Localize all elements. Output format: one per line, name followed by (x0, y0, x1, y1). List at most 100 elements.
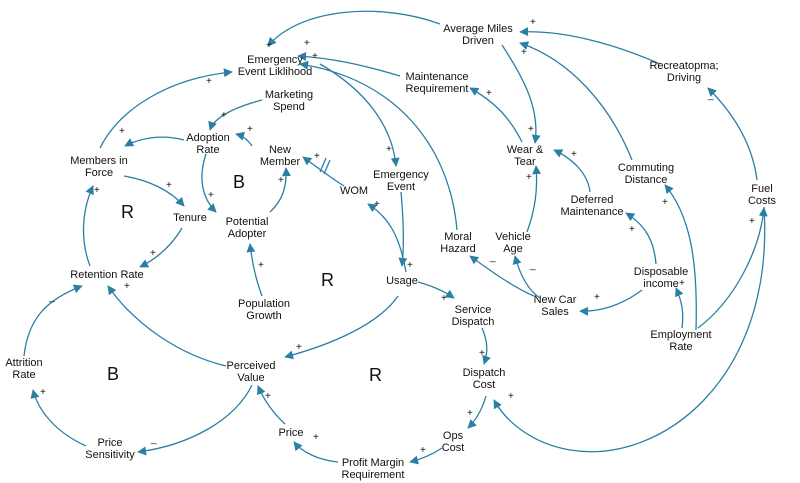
loop-b-adoption: B (233, 172, 245, 192)
link-wear-and-tear-to-maintenance-requirement (469, 87, 523, 143)
polarity-positive: + (221, 110, 227, 121)
link-new-car-sales-to-vehicle-age (512, 255, 541, 299)
polarity-positive: + (420, 445, 426, 456)
polarity-positive: + (296, 342, 302, 353)
link-fuel-costs-to-dispatch-cost (493, 206, 766, 453)
polarity-positive: + (662, 197, 668, 208)
link-perceived-value-to-price-sensitivity (137, 384, 253, 456)
link-ops-cost-to-profit-margin-requirement (409, 447, 443, 465)
link-average-miles-driven-to-emergency-event-likelihood (267, 10, 441, 47)
polarity-positive: + (304, 38, 310, 49)
link-wom-to-new-member (302, 156, 345, 187)
loop-b-attrition: B (107, 364, 119, 384)
causal-links (23, 10, 768, 465)
loop-labels: B R R B R (107, 172, 382, 385)
polarity-positive: + (526, 172, 532, 183)
link-dispatch-cost-to-ops-cost (467, 395, 487, 429)
link-marketing-spend-to-adoption-rate (208, 99, 263, 131)
link-members-in-force-to-emergency-event-likelihood (99, 68, 233, 149)
polarity-positive: + (407, 260, 413, 271)
polarity-positive: + (314, 151, 320, 162)
polarity-positive: + (530, 17, 536, 28)
polarity-positive: + (266, 40, 272, 51)
link-commuting-distance-to-average-miles-driven (519, 41, 633, 161)
polarity-positive: + (208, 190, 214, 201)
node-wear-and-tear: Wear &Tear (507, 144, 544, 168)
link-price-sensitivity-to-attrition-rate (30, 389, 87, 447)
link-employment-rate-to-fuel-costs (697, 207, 768, 329)
link-maintenance-requirement-to-emergency-event-likelihood (297, 52, 401, 77)
polarity-positive: + (124, 281, 130, 292)
polarity-positive: + (749, 216, 755, 227)
polarity-positive: + (528, 124, 534, 135)
link-disposable-income-to-deferred-maintenance (625, 212, 657, 265)
link-adoption-rate-to-potential-adopter (201, 153, 217, 213)
polarity-positive: + (166, 180, 172, 191)
node-retention-rate: Retention Rate (70, 269, 143, 281)
link-employment-rate-to-disposable-income (675, 287, 684, 329)
link-moral-hazard-to-emergency-event-likelihood (299, 60, 458, 231)
polarity-positive: + (386, 144, 392, 155)
polarity-negative: _ (489, 252, 496, 263)
polarity-positive: + (150, 248, 156, 259)
polarity-negative: _ (707, 90, 714, 101)
loop-r-retention: R (121, 202, 134, 222)
polarity-positive: + (40, 387, 46, 398)
polarity-positive: + (629, 224, 635, 235)
link-profit-margin-requirement-to-price (293, 441, 339, 463)
node-usage: Usage (386, 275, 418, 287)
polarity-positive: + (479, 348, 485, 359)
polarity-positive: + (278, 175, 284, 186)
link-usage-to-service-dispatch (417, 281, 455, 299)
link-usage-to-perceived-value (284, 295, 399, 360)
polarity-positive: + (247, 124, 253, 135)
polarity-positive: + (374, 199, 380, 210)
link-perceived-value-to-retention-rate (107, 285, 227, 367)
polarity-positive: + (258, 260, 264, 271)
link-service-dispatch-to-dispatch-cost (481, 327, 491, 365)
link-potential-adopter-to-new-member (269, 167, 291, 213)
link-disposable-income-to-new-car-sales (579, 289, 643, 316)
link-new-car-sales-to-moral-hazard (469, 255, 535, 297)
link-recreational-driving-to-average-miles-driven (519, 27, 661, 65)
polarity-negative: _ (529, 260, 536, 271)
link-retention-rate-to-members-in-force (82, 185, 94, 267)
polarity-positive: + (486, 88, 492, 99)
polarity-positive: + (679, 278, 685, 289)
node-wom: WOM (340, 185, 368, 197)
link-polarities: ++_+++++++++++++++++++++++++++_+_+++++++… (40, 17, 755, 456)
polarity-positive: + (467, 408, 473, 419)
polarity-positive: + (571, 149, 577, 160)
link-new-member-to-adoption-rate (235, 131, 253, 147)
link-tenure-to-retention-rate (139, 227, 183, 268)
polarity-positive: + (312, 51, 318, 62)
link-adoption-rate-to-members-in-force (124, 136, 185, 147)
link-vehicle-age-to-wear-and-tear (526, 165, 542, 233)
polarity-negative: _ (150, 434, 157, 445)
link-price-to-perceived-value (257, 385, 286, 425)
link-employment-rate-to-commuting-distance (664, 184, 697, 331)
polarity-positive: + (265, 391, 271, 402)
